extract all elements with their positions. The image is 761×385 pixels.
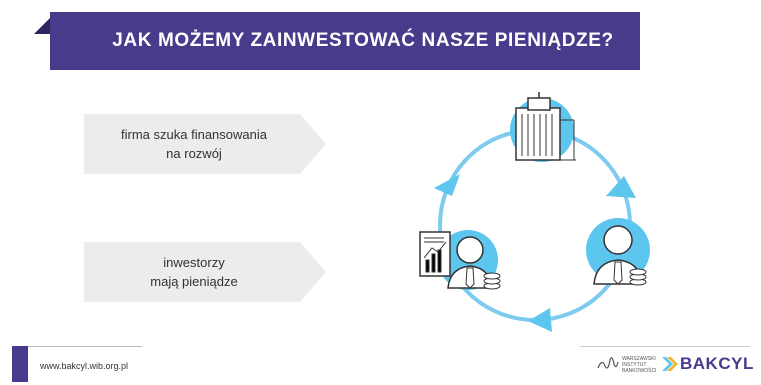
bakcyl-logo: BAKCYL [680, 354, 754, 373]
arrow-head-left [434, 174, 460, 196]
office-building-icon [510, 92, 576, 162]
step-box-company: firma szuka finansowania na rozwój [84, 114, 328, 174]
footer-url[interactable]: www.bakcyl.wib.org.pl [40, 361, 129, 371]
wib-signature-logo-icon [597, 357, 619, 369]
step-text-investors: inwestorzy mają pieniądze [150, 255, 238, 289]
page-title: JAK MOŻEMY ZAINWESTOWAĆ NASZE PIENIĄDZE? [112, 30, 614, 51]
footer-divider-right [580, 346, 750, 347]
investor-with-chart-icon [419, 230, 501, 290]
footer-accent-bar [12, 346, 28, 382]
footer-divider-left [12, 346, 142, 347]
arrow-head-bottom [528, 308, 552, 332]
step-box-investors: inwestorzy mają pieniądze [84, 242, 328, 302]
wib-logo-text: WARSZAWSKI INSTYTUT BANKOWOŚCI [622, 356, 657, 374]
step-text-company: firma szuka finansowania na rozwój [121, 127, 267, 161]
banner-shape [34, 12, 640, 70]
title-banner: JAK MOŻEMY ZAINWESTOWAĆ NASZE PIENIĄDZE? [34, 12, 640, 70]
businessman-icon [586, 218, 650, 286]
bakcyl-chevron-icon [662, 357, 678, 371]
arrow-head-right [606, 176, 636, 198]
investment-cycle-diagram [400, 90, 670, 340]
